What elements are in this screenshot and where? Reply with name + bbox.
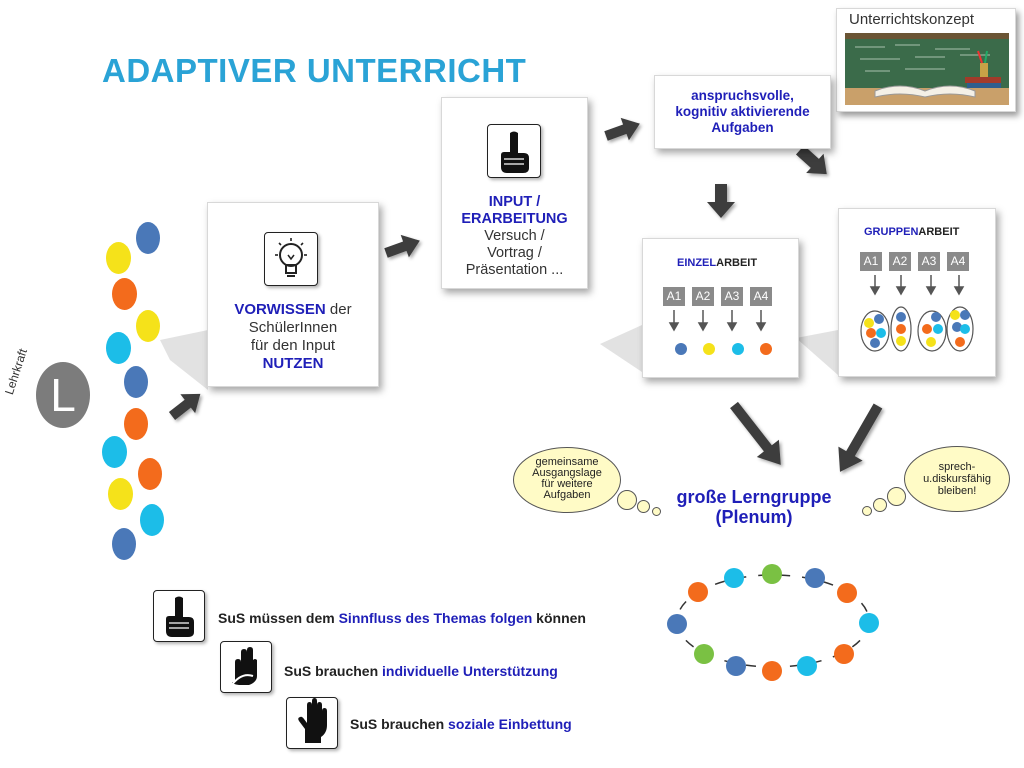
teacher-circle: L	[36, 362, 90, 428]
einzel-suffix: ARBEIT	[716, 257, 758, 269]
thought-left-line2: Ausgangslage	[532, 467, 602, 479]
einzelarbeit-title: EINZELARBEIT	[677, 257, 757, 269]
legend-2-pre: SuS brauchen	[284, 663, 383, 679]
vorwissen-line2: SchülerInnen	[248, 319, 338, 336]
legend-1-highlight: Sinnfluss des Themas folgen	[338, 610, 533, 626]
student-dot	[112, 278, 137, 310]
aufgaben-text: anspruchsvolle, kognitiv aktivierende Au…	[655, 88, 830, 136]
task-tag: A1	[860, 252, 882, 271]
thought-bubble-right: sprech- u.diskursfähig bleiben!	[904, 446, 1010, 512]
student-dot	[108, 478, 133, 510]
legend-3-highlight: soziale Einbettung	[448, 716, 572, 732]
student-dots-column	[0, 0, 180, 768]
vorwissen-line3: für den Input	[250, 337, 336, 354]
legend-1-post: können	[532, 610, 586, 626]
gruppenarbeit-title: GRUPPENARBEIT	[864, 226, 959, 238]
gruppen-keyword: GRUPPEN	[864, 226, 919, 238]
student-dot	[106, 332, 131, 364]
student-dot	[136, 222, 160, 254]
arrow-right-icon	[384, 234, 420, 258]
student-dot	[138, 458, 162, 490]
task-tag: A2	[889, 252, 911, 271]
legend-row-2: SuS brauchen individuelle Unterstützung	[284, 663, 558, 679]
thought-bubble-dot	[862, 506, 872, 516]
legend-row-1: SuS müssen dem Sinnfluss des Themas folg…	[218, 610, 586, 626]
legend-row-3: SuS brauchen soziale Einbettung	[350, 716, 572, 732]
teacher-letter: L	[50, 369, 76, 421]
student-dot	[102, 436, 127, 468]
task-tag: A2	[692, 287, 714, 306]
thought-bubble-dot	[873, 498, 887, 512]
aufgaben-card: anspruchsvolle, kognitiv aktivierende Au…	[654, 75, 831, 149]
thought-left-line4: Aufgaben	[543, 489, 591, 501]
thought-left-line3: für weitere	[541, 478, 593, 490]
input-line4: Vortrag /	[487, 245, 542, 261]
classroom-illustration	[845, 33, 1009, 105]
thought-bubble-dot	[652, 507, 661, 516]
input-line5: Präsentation ...	[465, 262, 564, 278]
student-dot	[112, 528, 136, 560]
aufgaben-line1: anspruchsvolle,	[691, 88, 794, 103]
arrow-down-right-icon	[730, 401, 781, 465]
plenum-line2: (Plenum)	[715, 507, 793, 527]
vorwissen-line4: NUTZEN	[262, 355, 324, 372]
arrow-down-icon	[707, 184, 735, 218]
student-dot	[106, 242, 131, 274]
vorwissen-card: VORWISSEN der SchülerInnen für den Input…	[207, 202, 379, 387]
arrow-down-right-icon	[795, 145, 827, 175]
pointing-hand-icon	[487, 124, 541, 178]
gruppenarbeit-card: GRUPPENARBEIT A1 A2 A3 A4	[838, 208, 996, 377]
legend-3-pre: SuS brauchen	[350, 716, 449, 732]
aufgaben-line3: Aufgaben	[711, 120, 774, 135]
lightbulb-icon	[264, 232, 318, 286]
thought-bubble-dot	[887, 487, 906, 506]
student-dot	[124, 408, 148, 440]
legend-1-pre: SuS müssen dem	[218, 610, 339, 626]
input-card: INPUT / ERARBEITUNG Versuch / Vortrag / …	[441, 97, 588, 289]
thought-right-line1: sprech-	[938, 461, 976, 473]
legend-2-highlight: individuelle Unterstützung	[382, 663, 558, 679]
pointing-hand-icon	[153, 590, 205, 642]
thought-right-line2: u.diskursfähig	[923, 473, 991, 485]
concept-image-card: Unterrichtskonzept	[836, 8, 1016, 112]
task-tag: A4	[947, 252, 969, 271]
arrow-down-left-icon	[838, 403, 883, 472]
input-text: INPUT / ERARBEITUNG Versuch / Vortrag / …	[442, 194, 587, 279]
thought-right-line3: bleiben!	[937, 485, 977, 497]
student-dot	[124, 366, 148, 398]
vorwissen-text: VORWISSEN der SchülerInnen für den Input…	[208, 301, 378, 373]
helping-hand-icon	[220, 641, 272, 693]
einzelarbeit-card: EINZELARBEIT A1 A2 A3 A4	[642, 238, 799, 378]
plenum-line1: große Lerngruppe	[676, 487, 832, 507]
input-line1: INPUT /	[488, 194, 541, 210]
page-title: ADAPTIVER UNTERRICHT	[102, 52, 527, 89]
vorwissen-keyword: VORWISSEN	[234, 301, 326, 318]
thought-bubble-dot	[637, 500, 650, 513]
task-tag: A3	[721, 287, 743, 306]
einzel-keyword: EINZEL	[677, 257, 717, 269]
input-line3: Versuch /	[484, 228, 545, 244]
plenum-circle	[667, 564, 879, 681]
task-tag: A3	[918, 252, 940, 271]
student-dot	[136, 310, 160, 342]
open-hand-icon	[286, 697, 338, 749]
task-tag: A4	[750, 287, 772, 306]
vorwissen-suffix: der	[325, 301, 352, 318]
gruppen-groups	[860, 275, 974, 352]
thought-bubble-left: gemeinsame Ausgangslage für weitere Aufg…	[513, 447, 621, 513]
task-tag: A1	[663, 287, 685, 306]
einzel-arrows	[668, 310, 772, 355]
concept-label: Unterrichtskonzept	[849, 11, 975, 28]
student-dot	[140, 504, 164, 536]
aufgaben-line2: kognitiv aktivierende	[675, 104, 810, 119]
plenum-label: große Lerngruppe (Plenum)	[664, 487, 844, 527]
input-line2: ERARBEITUNG	[461, 211, 568, 227]
gruppen-suffix: ARBEIT	[918, 226, 960, 238]
thought-left-line1: gemeinsame	[535, 456, 599, 468]
thought-bubble-dot	[617, 490, 637, 510]
arrow-right-icon	[604, 117, 640, 141]
arrow-right-icon	[168, 393, 201, 420]
